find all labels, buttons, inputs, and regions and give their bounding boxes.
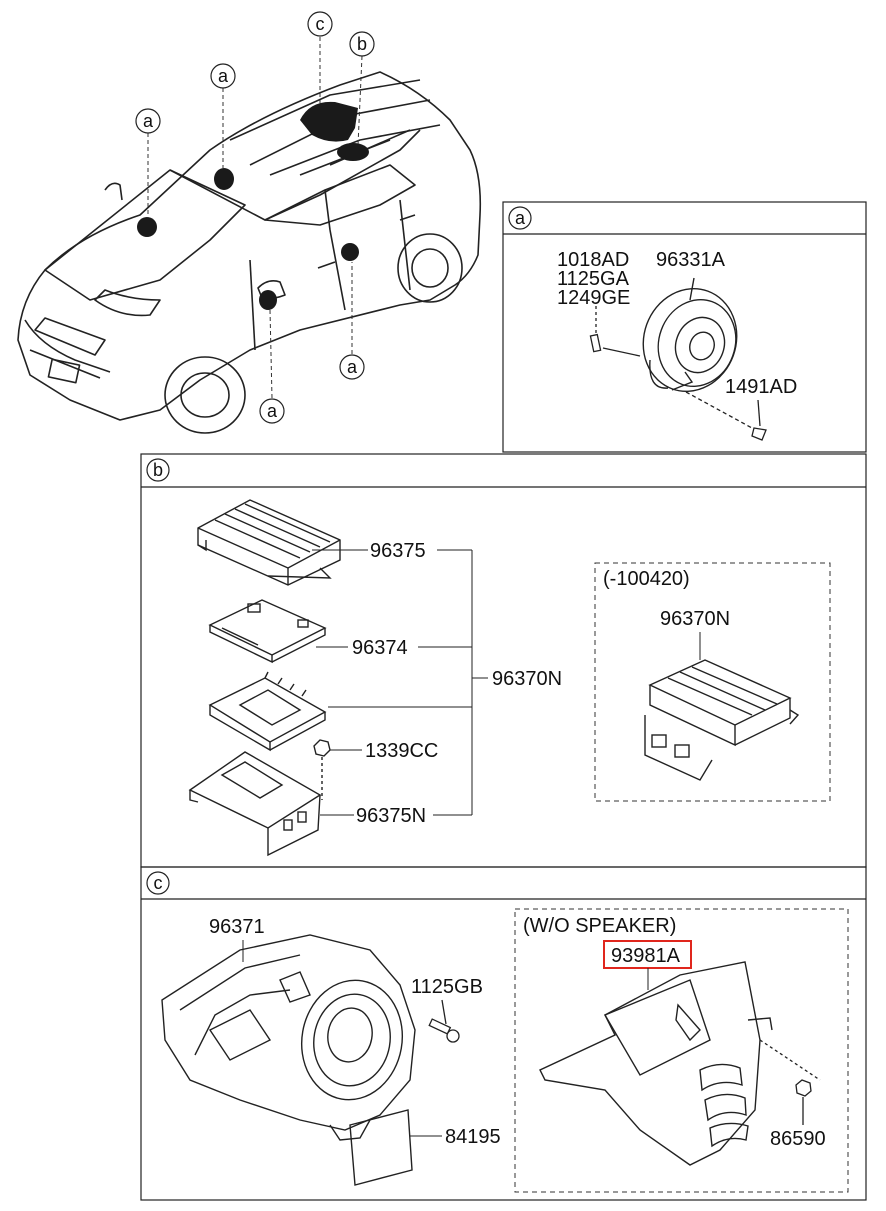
svg-text:a: a: [347, 357, 358, 377]
part-label-1125GB: 1125GB: [411, 976, 483, 998]
part-label-96370N: 96370N: [492, 668, 562, 690]
part-label-96375: 96375: [370, 540, 426, 562]
callout-a-3: a: [339, 354, 365, 380]
cover-93981A-drawing: [539, 961, 773, 1166]
section-c-letter: c: [154, 873, 163, 893]
nut-86590-drawing: [759, 1039, 821, 1125]
part-label-96331A: 96331A: [656, 249, 726, 271]
section-c-panel: c: [140, 866, 867, 1201]
car-speaker-markers: [137, 101, 369, 310]
nut-1339CC-drawing: [313, 739, 331, 800]
bracket-96375N-drawing: [188, 751, 322, 857]
speaker-96331A-drawing: [642, 277, 738, 393]
part-label-86590: 86590: [770, 1128, 826, 1150]
section-a-labels: 1018AD 1125GA 1249GE 96331A 1491AD: [557, 249, 797, 398]
screw-1018AD-drawing: [589, 306, 641, 357]
callout-a-4: a: [259, 398, 285, 424]
subwoofer-96371-drawing: [161, 934, 416, 1141]
amp-assembly-96370N-drawing: [644, 659, 800, 781]
svg-text:a: a: [267, 401, 278, 421]
callout-a-2: a: [210, 63, 236, 89]
section-b-letter: b: [153, 460, 163, 480]
part-label-84195: 84195: [445, 1126, 501, 1148]
svg-text:a: a: [143, 111, 154, 131]
callout-c: c: [307, 11, 333, 37]
section-b-labels: 96375 96374 96370N 1339CC 96375N: [352, 540, 562, 827]
section-c-labels: 96371 1125GB 84195 86590: [209, 916, 826, 1150]
part-label-96374: 96374: [352, 637, 408, 659]
part-label-96375N: 96375N: [356, 805, 426, 827]
amp-cover-96375-drawing: [197, 499, 341, 586]
part-label-1018AD: 1018AD: [557, 249, 629, 271]
svg-text:c: c: [316, 14, 325, 34]
part-label-1491AD: 1491AD: [725, 376, 797, 398]
car-illustration: [17, 71, 482, 434]
bolt-1125GB-drawing: [428, 999, 460, 1043]
part-label-96371: 96371: [209, 916, 265, 938]
variant-part-label-96370N: 96370N: [660, 608, 730, 630]
part-label-1339CC: 1339CC: [365, 740, 438, 762]
section-a-panel: a: [502, 201, 867, 453]
svg-text:b: b: [357, 34, 367, 54]
part-label-1125GA: 1125GA: [557, 268, 630, 290]
variant-note-c: (W/O SPEAKER): [523, 915, 676, 937]
variant-box-c: (W/O SPEAKER) 93981A: [514, 908, 849, 1193]
svg-text:a: a: [218, 66, 229, 86]
section-a-letter: a: [515, 208, 526, 228]
variant-box-b: (-100420) 96370N: [594, 562, 831, 802]
part-label-93981A: 93981A: [611, 945, 681, 967]
part-label-1249GE: 1249GE: [557, 287, 630, 309]
clip-1491AD-drawing: [685, 391, 767, 441]
pcb-96374-drawing: [208, 599, 327, 664]
variant-note-b: (-100420): [603, 568, 690, 590]
label-pad-84195-drawing: [349, 1109, 442, 1186]
amp-base-drawing: [208, 671, 327, 752]
callout-b: b: [349, 31, 375, 57]
callout-a-1: a: [135, 108, 161, 134]
